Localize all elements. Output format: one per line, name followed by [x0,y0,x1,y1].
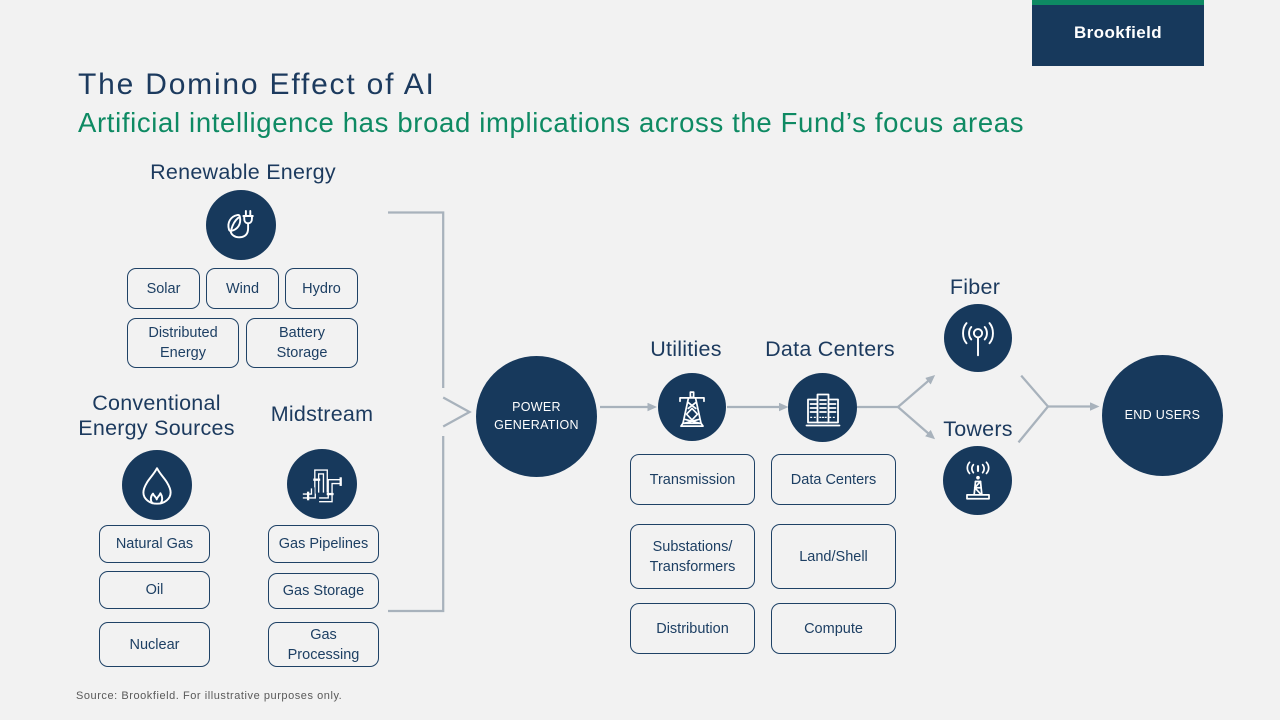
server-racks-icon [805,393,840,426]
heading-towers: Towers [943,417,1013,441]
power-generation-node: POWER GENERATION [476,356,597,477]
item-box-gas-pipelines: Gas Pipelines [268,525,379,563]
fiber-node [944,304,1012,372]
data-centers-node [788,373,857,442]
flame-icon [142,467,172,505]
page-title: The Domino Effect of AI [78,68,436,101]
heading-midstream: Midstream [270,402,374,426]
heading-utilities: Utilities [650,337,722,361]
item-box-nuclear: Nuclear [99,622,210,667]
item-box-solar: Solar [127,268,200,309]
item-box-distributed-energy: Distributed Energy [127,318,239,368]
item-box-gas-processing: Gas Processing [268,622,379,667]
cell-tower-icon [965,460,990,500]
heading-conventional-energy-sources: Conventional Energy Sources [78,391,235,440]
heading-renewable-energy: Renewable Energy [150,160,336,184]
conventional-energy-node [122,450,192,520]
item-box-substations-transformers: Substations/ Transformers [630,524,755,589]
item-box-oil: Oil [99,571,210,609]
leaf-plug-icon [227,210,254,239]
transmission-tower-icon [679,391,705,428]
edge-datacenters-to-fiber [897,375,936,408]
item-box-data-centers: Data Centers [771,454,896,505]
item-box-wind: Wind [206,268,279,309]
logo-text: Brookfield [1073,22,1163,42]
end-users-label: END USERS [1124,407,1201,422]
item-box-battery-storage: Battery Storage [246,318,358,368]
heading-data-centers: Data Centers [765,337,895,361]
item-box-hydro: Hydro [285,268,358,309]
towers-node [943,446,1012,515]
end-users-node: END USERS [1102,355,1223,476]
item-box-gas-storage: Gas Storage [268,573,379,609]
pipeline-icon [301,469,343,503]
page-subtitle: Artificial intelligence has broad implic… [78,107,1025,138]
heading-fiber: Fiber [949,275,1001,299]
power-generation-label: POWER GENERATION [494,400,579,432]
brookfield-logo: Brookfield [1032,0,1204,66]
item-box-land-shell: Land/Shell [771,524,896,589]
item-box-natural-gas: Natural Gas [99,525,210,563]
utilities-node [658,373,726,441]
item-box-transmission: Transmission [630,454,755,505]
logo-green-bar [1032,0,1204,5]
midstream-node [287,449,357,519]
source-note: Source: Brookfield. For illustrative pur… [76,690,343,702]
broadcast-antenna-icon [962,322,994,357]
item-box-compute: Compute [771,603,896,654]
renewable-energy-node [206,190,276,260]
item-box-distribution: Distribution [630,603,755,654]
